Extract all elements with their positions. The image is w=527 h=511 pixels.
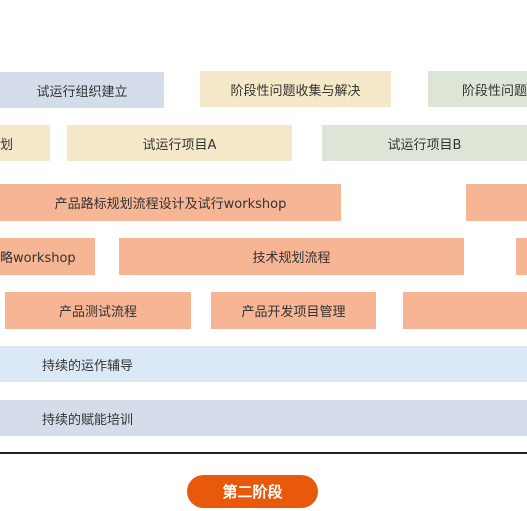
trial-project-b-box: 试运行项目B bbox=[322, 125, 527, 161]
stage-label-text: 第二阶段 bbox=[222, 483, 283, 501]
ongoing-training-label: 持续的赋能培训 bbox=[42, 412, 134, 428]
project-mgmt-box: 产品开发项目管理 bbox=[211, 292, 376, 329]
tech-planning-box: 技术规划流程 bbox=[119, 238, 464, 275]
row5-partial-box bbox=[403, 292, 527, 329]
timeline-divider bbox=[0, 452, 527, 454]
ongoing-support-label: 持续的运作辅导 bbox=[42, 358, 134, 374]
issue-collection-partial-label: 阶段性问题 bbox=[462, 83, 527, 99]
plan-partial-label: 划 bbox=[0, 137, 14, 153]
trial-project-a-box: 试运行项目A bbox=[67, 125, 292, 161]
issue-collection-box: 阶段性问题收集与解决 bbox=[200, 71, 391, 107]
trial-project-a-label: 试运行项目A bbox=[142, 137, 217, 153]
org-setup-box: 试运行组织建立 bbox=[0, 72, 164, 108]
row3-partial-box bbox=[466, 184, 527, 221]
issue-collection-label: 阶段性问题收集与解决 bbox=[230, 83, 361, 99]
plan-partial-box: 划 bbox=[0, 125, 50, 161]
product-testing-box: 产品测试流程 bbox=[5, 292, 191, 329]
ongoing-training-bar: 持续的赋能培训 bbox=[0, 400, 527, 436]
issue-collection-partial-box: 阶段性问题 bbox=[428, 71, 527, 107]
roadmap-workshop-box: 产品路标规划流程设计及试行workshop bbox=[0, 184, 341, 221]
trial-project-b-label: 试运行项目B bbox=[387, 137, 462, 153]
tech-planning-label: 技术规划流程 bbox=[252, 251, 331, 266]
strategy-workshop-partial-label: 略workshop bbox=[0, 251, 76, 266]
project-mgmt-label: 产品开发项目管理 bbox=[241, 305, 346, 320]
ongoing-support-bar: 持续的运作辅导 bbox=[0, 346, 527, 382]
product-testing-label: 产品测试流程 bbox=[58, 305, 137, 320]
stage-label-badge: 第二阶段 bbox=[187, 475, 318, 508]
strategy-workshop-partial-box: 略workshop bbox=[0, 238, 95, 275]
roadmap-workshop-label: 产品路标规划流程设计及试行workshop bbox=[54, 197, 287, 212]
org-setup-label: 试运行组织建立 bbox=[36, 84, 128, 100]
row4-partial-box bbox=[516, 238, 527, 275]
